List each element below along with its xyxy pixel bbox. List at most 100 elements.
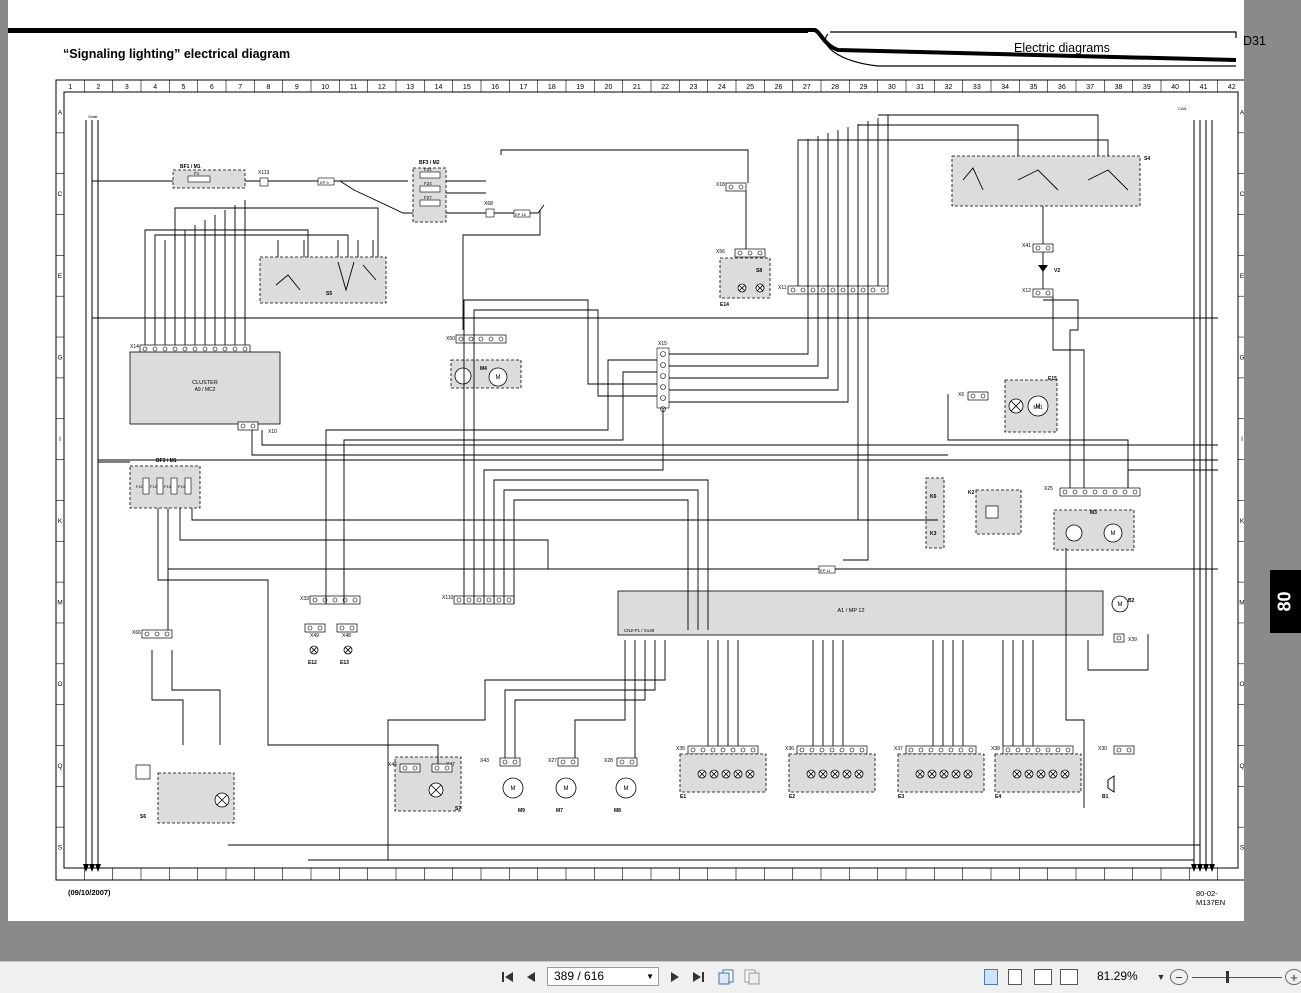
connector-x46 xyxy=(399,763,421,773)
connector-pin xyxy=(849,747,855,753)
prev-page-button[interactable] xyxy=(524,968,538,986)
zoom-dropdown-button[interactable]: ▼ xyxy=(1156,968,1166,986)
component-label: X28 xyxy=(604,758,613,764)
connector-pin xyxy=(880,287,886,293)
lamp-cross xyxy=(940,770,948,778)
component-label: X12 xyxy=(1022,288,1031,294)
section-code: D31 xyxy=(1243,34,1266,48)
grid-column-label: 1 xyxy=(68,84,72,91)
wire xyxy=(500,149,749,183)
connector-pin xyxy=(958,747,964,753)
connector-pin xyxy=(870,287,876,293)
wire xyxy=(144,229,309,257)
component-label: X48 xyxy=(342,633,351,639)
connector-pin xyxy=(486,597,492,603)
header-rule xyxy=(830,31,1237,38)
page-title: “Signaling lighting” electrical diagram xyxy=(63,47,291,61)
connector-pin xyxy=(800,287,806,293)
continuous-view-button[interactable] xyxy=(1008,969,1022,985)
grid-row-label: E xyxy=(58,273,63,280)
connector-pin xyxy=(466,597,472,603)
connector-pin xyxy=(512,759,518,765)
facing-view-button[interactable] xyxy=(1034,969,1052,985)
connector-x28 xyxy=(616,757,638,767)
lamp-cross xyxy=(1049,770,1057,778)
wire xyxy=(462,210,541,330)
component-label: E13 xyxy=(340,660,349,666)
last-page-button[interactable] xyxy=(690,968,706,986)
wire xyxy=(387,640,666,860)
connector-x35 xyxy=(687,745,759,755)
lamp-cross xyxy=(1013,770,1021,778)
connector-pin xyxy=(222,346,228,352)
lamp-cross xyxy=(216,794,228,806)
lamp-cross xyxy=(734,770,742,778)
grid-column-label: 5 xyxy=(182,84,186,91)
component-label: X36 xyxy=(785,746,794,752)
wire xyxy=(261,430,1218,446)
connector-pin xyxy=(434,765,440,771)
fuse-label: F11 xyxy=(136,484,143,489)
next-page-button[interactable] xyxy=(668,968,682,986)
motor-letter: M xyxy=(511,786,516,792)
connector-pin xyxy=(152,346,158,352)
component-label: E3 xyxy=(898,794,904,800)
connector-x25 xyxy=(1059,487,1141,497)
connector xyxy=(259,177,269,187)
wire xyxy=(191,508,938,521)
sensor-b2 xyxy=(1111,595,1129,613)
first-page-icon xyxy=(502,972,513,982)
wire xyxy=(513,499,689,630)
single-page-view-button[interactable] xyxy=(984,969,998,985)
motor-m11 xyxy=(1027,395,1049,417)
connector-pin xyxy=(700,747,706,753)
component-label: K3 xyxy=(930,531,937,537)
connector-pin xyxy=(162,346,168,352)
connector-x66 xyxy=(141,629,173,639)
grid-row-label: Q xyxy=(1239,763,1244,770)
page-number-field[interactable]: 389 / 616▼ xyxy=(547,967,659,986)
first-page-button[interactable] xyxy=(500,968,516,986)
component-label: X14 xyxy=(130,344,139,350)
zoom-in-button[interactable]: + xyxy=(1285,969,1301,985)
zoom-slider-thumb[interactable] xyxy=(1226,971,1229,983)
zoom-slider-track[interactable] xyxy=(1192,977,1282,978)
component-label: X66 xyxy=(132,630,141,636)
grid-column-label: 39 xyxy=(1143,84,1151,91)
wire xyxy=(1087,169,1129,191)
connector-pin xyxy=(1045,245,1051,251)
connector-pin xyxy=(790,287,796,293)
grid-column-label: 16 xyxy=(491,84,499,91)
motor-letter: M xyxy=(564,786,569,792)
motor-m3-box xyxy=(1053,509,1135,551)
bus-arrow xyxy=(1209,864,1215,872)
connector-pin xyxy=(212,346,218,352)
connector-pin xyxy=(1045,747,1051,753)
component-label: E12 xyxy=(308,660,317,666)
grid-column-label: 23 xyxy=(690,84,698,91)
grid-column-label: 21 xyxy=(633,84,641,91)
connector-pin xyxy=(498,336,504,342)
connector-pin xyxy=(476,597,482,603)
zoom-out-button[interactable]: − xyxy=(1170,969,1188,985)
motor-letter: M xyxy=(624,786,629,792)
connector-pin xyxy=(1102,489,1108,495)
component-label: BF1 / M1 xyxy=(180,164,201,170)
grid-column-label: 6 xyxy=(210,84,214,91)
component-label: S7 xyxy=(455,806,461,812)
component-label: S5 xyxy=(326,291,332,297)
grid-column-label: 13 xyxy=(406,84,414,91)
lamp-cross xyxy=(310,646,318,654)
grid-column-label: 35 xyxy=(1030,84,1038,91)
bus-arrow xyxy=(1197,864,1203,872)
continuous-facing-view-button[interactable] xyxy=(1060,969,1078,985)
connector-pin xyxy=(1015,747,1021,753)
wire xyxy=(1017,169,1059,191)
forward-view-button[interactable] xyxy=(742,968,762,986)
grid-row-label: E xyxy=(1240,273,1244,280)
back-view-button[interactable] xyxy=(716,968,736,986)
connector-pin xyxy=(312,597,318,603)
wire xyxy=(857,286,926,521)
connector-pin xyxy=(488,336,494,342)
grid-column-label: 31 xyxy=(916,84,924,91)
